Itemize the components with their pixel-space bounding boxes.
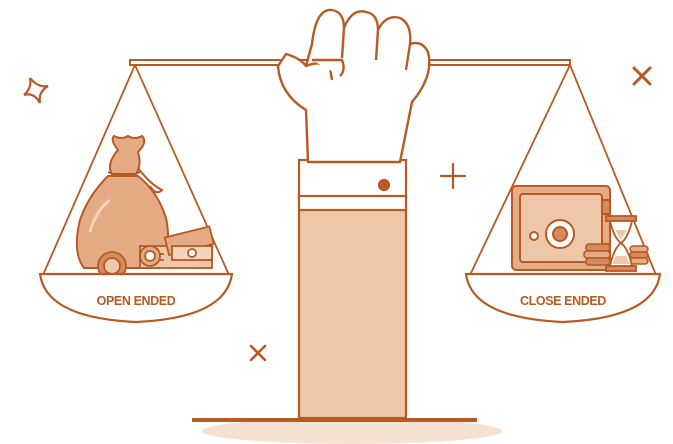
coin-stack-icon [583, 243, 649, 266]
left-pan-label: OPEN ENDED [97, 294, 176, 308]
hourglass-icon [605, 215, 637, 272]
ground-line [192, 418, 477, 422]
arm-sleeve [297, 158, 408, 420]
right-pan-label: CLOSE ENDED [520, 294, 606, 308]
plus-icon [439, 162, 467, 190]
right-pan [464, 272, 662, 324]
scale-strings [42, 64, 657, 276]
sparkle-icon [249, 344, 267, 362]
money-bag-icon [75, 134, 169, 269]
ground-shadow [202, 418, 502, 444]
close-x-icon [632, 66, 652, 86]
left-pan [38, 272, 234, 324]
sparkle-icon [23, 77, 49, 104]
fist-icon [276, 8, 431, 164]
